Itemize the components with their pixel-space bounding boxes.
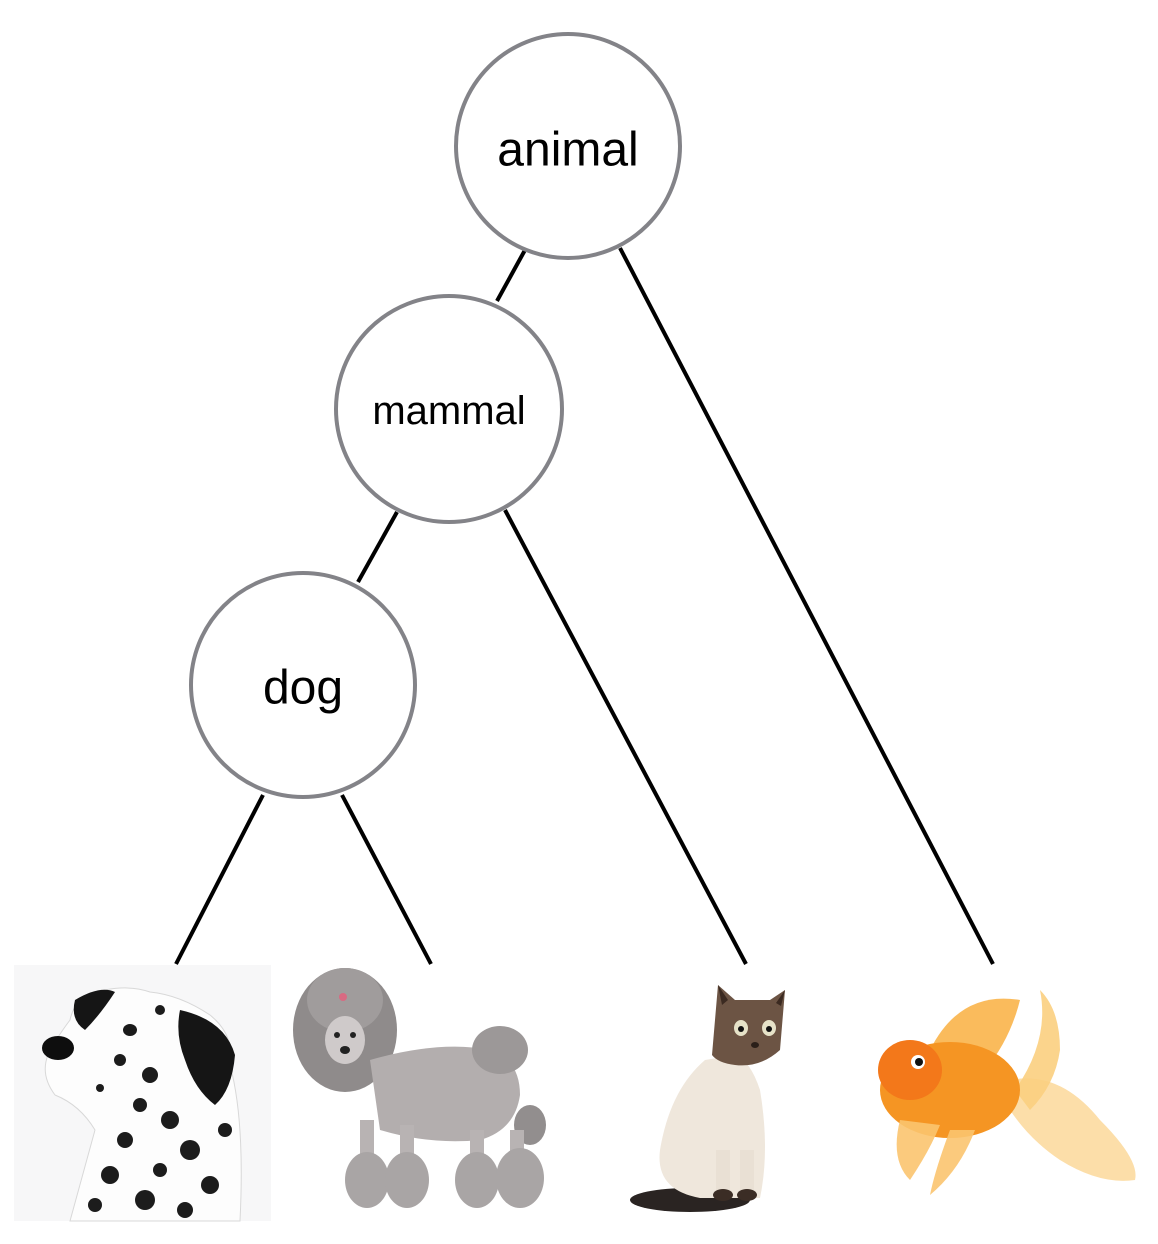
node-animal-label: animal [497,124,638,177]
edge-animal-fish [618,247,995,965]
edge-animal-mammal [495,249,527,302]
edge-mammal-cat [503,509,748,965]
dalmatian-dog-image [14,965,271,1222]
node-animal: animal [454,32,682,260]
node-mammal: mammal [334,294,564,524]
edge-dog-dalmatian [174,794,265,965]
node-mammal-label: mammal [372,389,525,433]
node-dog-label: dog [263,662,343,715]
goldfish-image [878,990,1136,1195]
edge-dog-poodle [340,794,433,965]
siamese-cat-image [630,985,785,1212]
node-dog: dog [189,571,417,799]
poodle-dog-image [293,968,546,1208]
edge-mammal-dog [356,511,399,583]
